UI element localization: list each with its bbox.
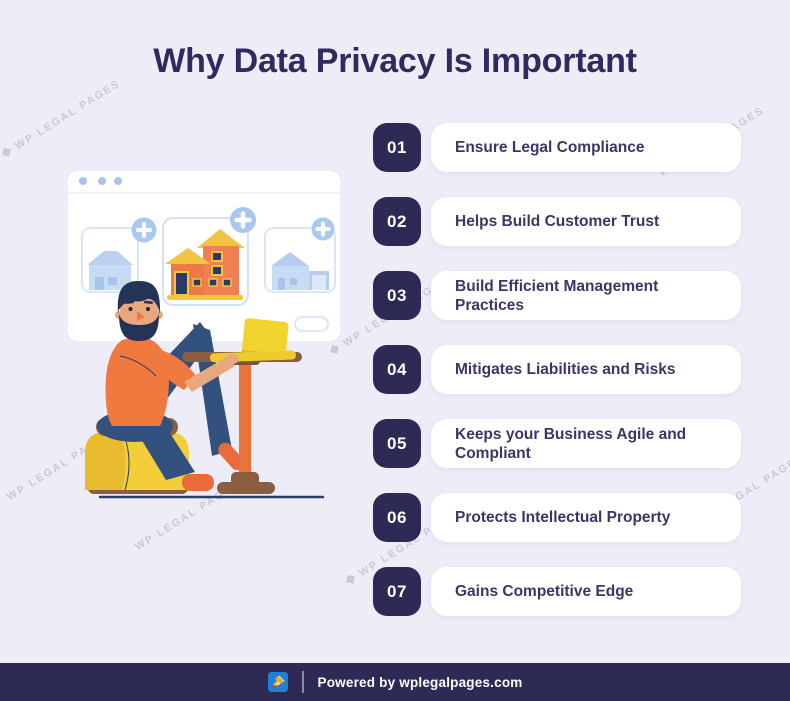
item-label: Mitigates Liabilities and Risks — [455, 361, 676, 378]
list-item: 07 Gains Competitive Edge — [373, 567, 741, 616]
arm-and-hand-graphic — [184, 354, 239, 392]
list-item: 03 Build Efficient Management Practices — [373, 271, 741, 320]
house-card-center — [162, 207, 256, 306]
powered-by-text: Powered by wplegalpages.com — [317, 674, 523, 690]
wplp-logo-icon: ❖ — [341, 570, 360, 589]
item-number-badge: 03 — [373, 271, 421, 320]
item-label: Protects Intellectual Property — [455, 509, 671, 526]
item-number-badge: 06 — [373, 493, 421, 542]
item-label: Gains Competitive Edge — [455, 583, 634, 600]
page-title: Why Data Privacy Is Important — [153, 42, 637, 80]
watermark-text: WP LEGAL PAGES — [12, 77, 123, 153]
item-number-badge: 07 — [373, 567, 421, 616]
item-number-badge: 05 — [373, 419, 421, 468]
item-number-badge: 01 — [373, 123, 421, 172]
item-label: Build Efficient Management Practices — [455, 277, 659, 314]
footer-bar: Powered by wplegalpages.com — [0, 663, 790, 701]
reasons-list: 01 Ensure Legal Compliance 02 Helps Buil… — [373, 123, 741, 641]
man-working-on-laptop-illustration — [66, 169, 342, 499]
list-item: 05 Keeps your Business Agile and Complia… — [373, 419, 741, 468]
item-card: Gains Competitive Edge — [431, 567, 741, 616]
house-card-right — [264, 217, 336, 293]
item-number-badge: 04 — [373, 345, 421, 394]
footer-divider — [301, 671, 304, 693]
list-item: 06 Protects Intellectual Property — [373, 493, 741, 542]
wplegalpages-logo-icon — [267, 672, 288, 692]
list-item: 02 Helps Build Customer Trust — [373, 197, 741, 246]
item-card: Mitigates Liabilities and Risks — [431, 345, 741, 394]
watermark: ❖ WP LEGAL PAGES — [0, 76, 124, 163]
item-card: Build Efficient Management Practices — [431, 271, 741, 320]
list-item: 01 Ensure Legal Compliance — [373, 123, 741, 172]
browser-window-graphic — [66, 169, 342, 343]
item-number-badge: 02 — [373, 197, 421, 246]
list-item: 04 Mitigates Liabilities and Risks — [373, 345, 741, 394]
shoe-graphic — [218, 442, 245, 471]
item-card: Keeps your Business Agile and Compliant — [431, 419, 741, 468]
shoe-graphic — [182, 474, 214, 491]
item-card: Helps Build Customer Trust — [431, 197, 741, 246]
item-card: Ensure Legal Compliance — [431, 123, 741, 172]
item-label: Helps Build Customer Trust — [455, 213, 660, 230]
item-label: Keeps your Business Agile and Compliant — [455, 425, 687, 462]
item-label: Ensure Legal Compliance — [455, 139, 645, 156]
laptop-graphic — [209, 318, 296, 363]
window-button-graphic — [294, 316, 329, 332]
item-card: Protects Intellectual Property — [431, 493, 741, 542]
house-card-left — [81, 217, 157, 293]
wplp-logo-icon: ❖ — [0, 143, 16, 162]
